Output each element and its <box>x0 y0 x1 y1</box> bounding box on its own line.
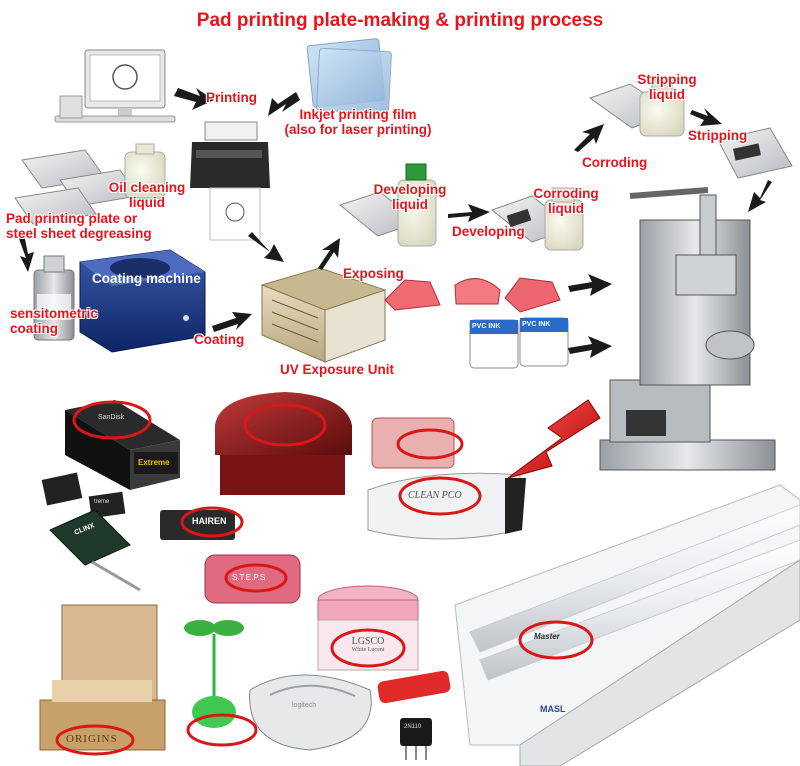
red-plug-product <box>377 670 451 704</box>
origins-display-product <box>39 604 166 756</box>
label-developing: Developing <box>452 224 525 239</box>
arrow-pads-to-machine <box>568 274 612 296</box>
label-inkjet-film: Inkjet printing film(also for laser prin… <box>284 107 432 137</box>
corroding-bottle-icon <box>544 187 584 251</box>
label-coating-machine: Coating machine <box>92 271 201 286</box>
mouse-brand: logitech <box>292 702 317 709</box>
arrow-film-to-printer <box>268 92 300 116</box>
pill-box-product <box>371 417 464 469</box>
pink-jar-product <box>317 585 419 671</box>
steps-brand: S.T.E.P.S <box>232 573 266 582</box>
clean-pco-product <box>367 472 526 540</box>
developing-bottle-icon <box>397 163 437 247</box>
clean-pco-brand: CLEAN PCO <box>408 490 462 501</box>
stripping-bottle-icon <box>639 79 685 137</box>
label-exposing: Exposing <box>343 266 404 281</box>
label-printing: Printing <box>206 90 257 105</box>
pink-case-product <box>204 554 301 604</box>
red-box-product <box>215 392 352 495</box>
tube-brand: Master <box>534 632 560 641</box>
transistor-product <box>400 718 432 760</box>
label-corroding: Corroding <box>582 155 648 170</box>
usb-drive-product <box>160 506 244 540</box>
tube-fixture-product <box>454 484 800 766</box>
stripped-plate-icon <box>717 127 793 179</box>
origins-brand: ORIGINS <box>66 733 118 745</box>
oil-cleaning-bottle-icon <box>124 143 166 199</box>
mouse-product <box>249 674 372 751</box>
memory-card-brand: treme <box>94 499 110 505</box>
arrow-uv-to-exposing <box>318 238 340 270</box>
arrow-to-stripping <box>690 108 722 126</box>
inkjet-film-icon <box>306 38 392 115</box>
ink-cans-icon <box>469 317 569 369</box>
circuit-chip-product <box>49 509 141 592</box>
computer-icon <box>54 49 176 123</box>
page-title: Pad printing plate-making & printing pro… <box>196 10 604 31</box>
steel-plates-icon <box>14 149 139 225</box>
arrow-ink-to-machine <box>568 336 612 358</box>
sd-cards-product <box>41 452 178 519</box>
ink-can-label-1: PVC INK <box>472 323 501 330</box>
printer-icon <box>190 121 270 241</box>
usb-brand: HAIREN <box>192 516 227 526</box>
pad-printing-machine-icon <box>599 187 776 471</box>
arrow-printer-to-uv <box>248 232 284 262</box>
sensitometric-bottle-icon <box>33 255 75 341</box>
arrow-developing <box>448 204 490 222</box>
lgsco-brand: LGSCO White Lucent <box>351 636 385 653</box>
arrow-degrease-to-sensitometric <box>18 234 34 272</box>
uv-exposure-unit-icon <box>260 267 387 363</box>
green-toy-product <box>184 620 258 747</box>
arrow-computer-to-printer <box>174 88 214 110</box>
coating-machine-icon <box>79 249 206 353</box>
label-coating: Coating <box>194 332 245 347</box>
ink-can-label-2: PVC INK <box>522 321 551 328</box>
arrow-to-corroding <box>574 124 604 152</box>
sd-card-brand: Extreme <box>138 458 170 467</box>
fixture-brand: MASL <box>540 704 566 714</box>
label-stripping: Stripping <box>688 128 748 143</box>
arrow-coating-to-uv <box>212 312 252 332</box>
process-arrows <box>18 88 772 358</box>
transistor-label: 2N110 <box>404 724 422 730</box>
card-reader-brand: SanDisk <box>98 414 125 421</box>
arrow-stripping-to-machine <box>748 180 772 212</box>
label-uv-exposure-unit: UV Exposure Unit <box>280 362 395 377</box>
silicone-pads-icon <box>384 277 561 313</box>
big-red-arrow <box>507 399 601 479</box>
